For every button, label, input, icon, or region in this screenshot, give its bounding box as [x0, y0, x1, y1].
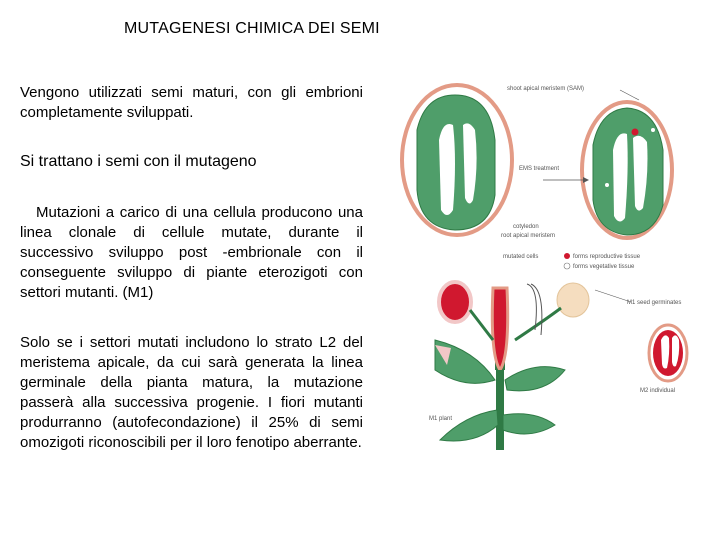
m1-plant [434, 339, 566, 450]
label-m2-individual: M2 individual [640, 388, 675, 394]
label-shoot-apical-meristem: shoot apical meristem (SAM) [507, 86, 584, 92]
legend-reproductive: forms reproductive tissue [573, 254, 641, 260]
mutagenesis-figure: EMS treatment shoot apical meristem (SAM… [400, 83, 689, 450]
paragraph-mutagen-treatment: Si trattano i semi con il mutageno [20, 153, 257, 170]
label-mutated-cells: mutated cells [503, 254, 538, 260]
legend-red-dot [564, 253, 570, 259]
seed-before-treatment [400, 83, 514, 237]
legend-white-dot [563, 262, 571, 270]
paragraph-mature-seeds: Vengono utilizzati semi maturi, con gli … [20, 84, 363, 121]
label-m1-seed-germinates: M1 seed germinates [627, 300, 681, 306]
label-cotyledon: cotyledon [513, 224, 539, 230]
legend-vegetative: forms vegetative tissue [573, 264, 635, 270]
m2-seed [647, 323, 689, 383]
paragraph-germline-l2: Solo se i settori mutati includono lo st… [20, 334, 363, 451]
label-root-apical-meristem: root apical meristem [501, 233, 555, 239]
paragraph-clonal-mutations: Mutazioni a carico di una cellula produc… [20, 204, 363, 301]
label-ems-treatment: EMS treatment [519, 166, 559, 172]
seed-after-treatment [580, 100, 674, 240]
m1-seedling [437, 280, 590, 373]
label-m1-plant: M1 plant [429, 416, 452, 422]
page-title: MUTAGENESI CHIMICA DEI SEMI [124, 20, 380, 37]
